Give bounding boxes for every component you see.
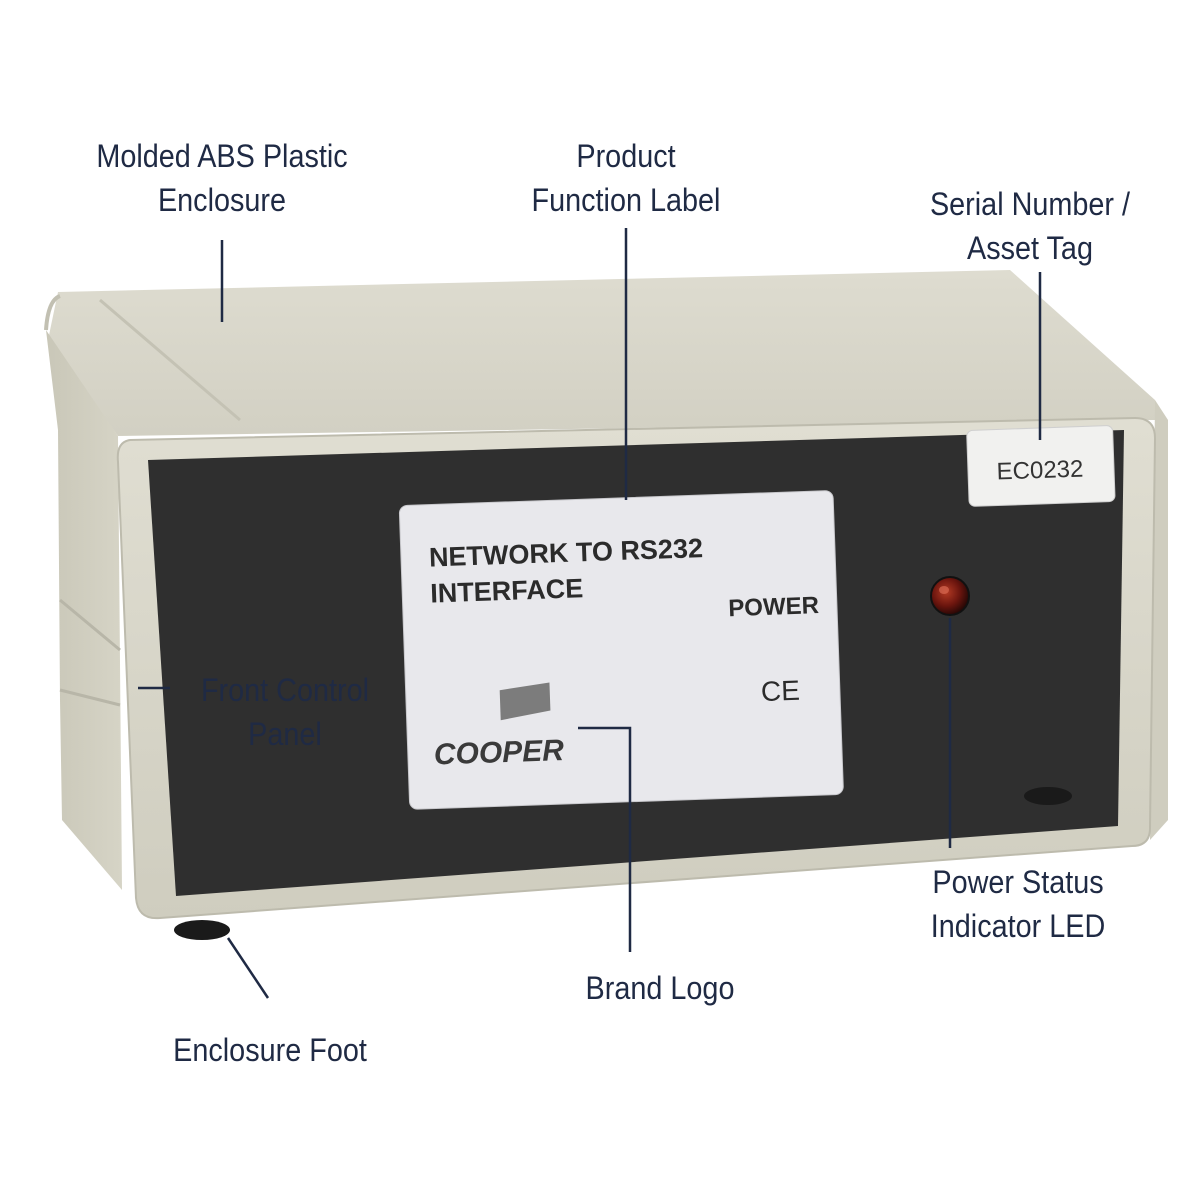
callout-brand-logo: Brand Logo	[585, 970, 735, 1006]
callout-power-led: Power Status Indicator LED	[930, 864, 1106, 944]
callout-enclosure: Molded ABS Plastic Enclosure	[96, 138, 348, 218]
brand-text: COOPER	[433, 734, 564, 772]
callout-function-label: Product Function Label	[531, 138, 721, 218]
power-led	[930, 576, 970, 616]
ce-mark: CE	[760, 675, 800, 707]
leader-lines	[138, 228, 1042, 999]
serial-text: EC0232	[996, 455, 1084, 485]
product-label: NETWORK TO RS232 INTERFACE POWER CE COOP…	[398, 490, 844, 810]
leader-enclosure-foot	[226, 937, 270, 999]
enclosure-foot-left	[174, 920, 230, 940]
callout-serial-tag: Serial Number / Asset Tag	[929, 186, 1131, 266]
callout-front-panel: Front Control Panel	[200, 672, 370, 752]
enclosure-top	[48, 270, 1155, 436]
label-line-2: INTERFACE	[430, 573, 584, 608]
enclosure-left-side	[46, 330, 122, 890]
leader-brand-logo	[578, 726, 632, 952]
brand-logo-mark	[499, 682, 551, 721]
enclosure-foot-right	[1024, 787, 1072, 805]
serial-tag: EC0232	[966, 425, 1116, 507]
callout-enclosure-foot: Enclosure Foot	[173, 1032, 367, 1068]
power-text: POWER	[728, 592, 820, 622]
